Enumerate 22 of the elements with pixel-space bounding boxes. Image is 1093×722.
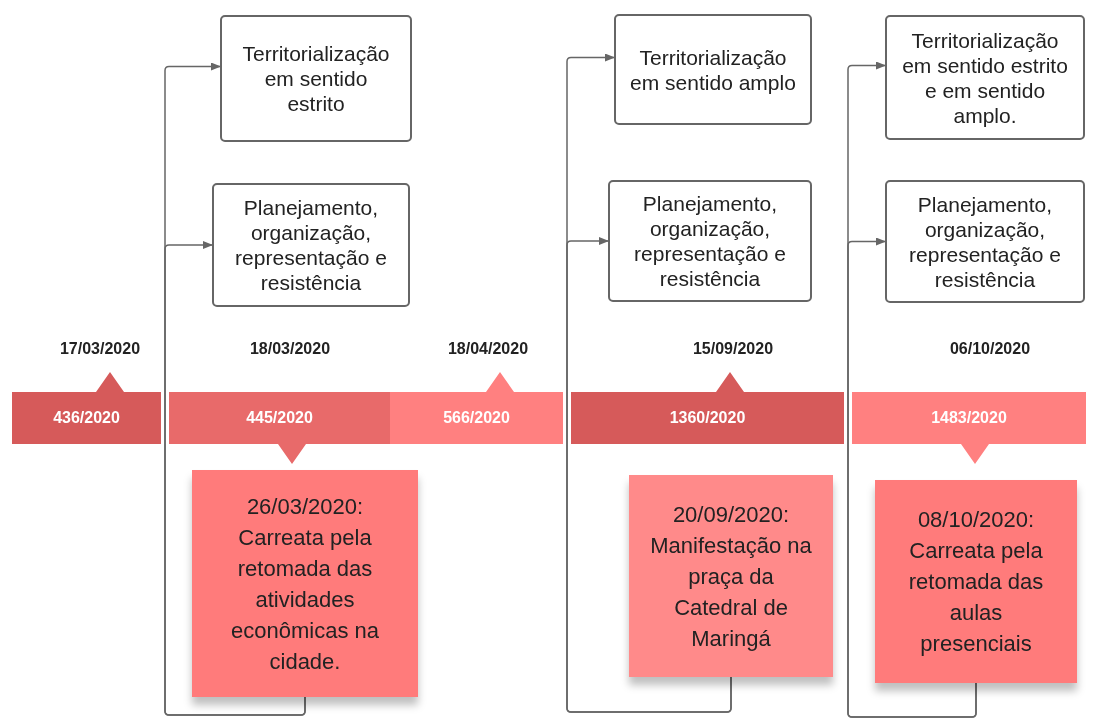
connector-arrow (847, 237, 977, 718)
process-box: Territorialização em sentido estrito e em sentido amplo. (885, 15, 1085, 140)
event-note: 20/09/2020: Manifestação na praça da Catedral de Maringá (629, 475, 833, 677)
timeline-segment: 566/2020 (390, 372, 563, 444)
timeline-segment: 436/2020 (12, 372, 161, 444)
connector-arrow (164, 241, 306, 716)
process-box: Territorialização em sentido estrito (220, 15, 412, 142)
event-note: 26/03/2020: Carreata pela retomada das atividades econômicas na cidade. (192, 470, 418, 697)
timeline-segment: 1360/2020 (571, 372, 844, 444)
date-label: 18/04/2020 (447, 340, 529, 358)
timeline-segment: 1483/2020 (852, 392, 1086, 464)
date-label: 17/03/2020 (59, 340, 141, 358)
process-box: Territorialização em sentido amplo (614, 14, 812, 125)
date-label: 06/10/2020 (949, 340, 1031, 358)
date-label: 18/03/2020 (249, 340, 331, 358)
process-box: Planejamento, organização, representação e resistência (212, 183, 410, 307)
date-label: 15/09/2020 (692, 340, 774, 358)
process-box: Planejamento, organização, representação e resistência (608, 180, 812, 302)
connector-arrow (566, 237, 732, 713)
timeline-segment: 445/2020 (169, 392, 390, 464)
process-box: Planejamento, organização, representação e resistência (885, 180, 1085, 303)
event-note: 08/10/2020: Carreata pela retomada das aulas presenciais (875, 480, 1077, 683)
